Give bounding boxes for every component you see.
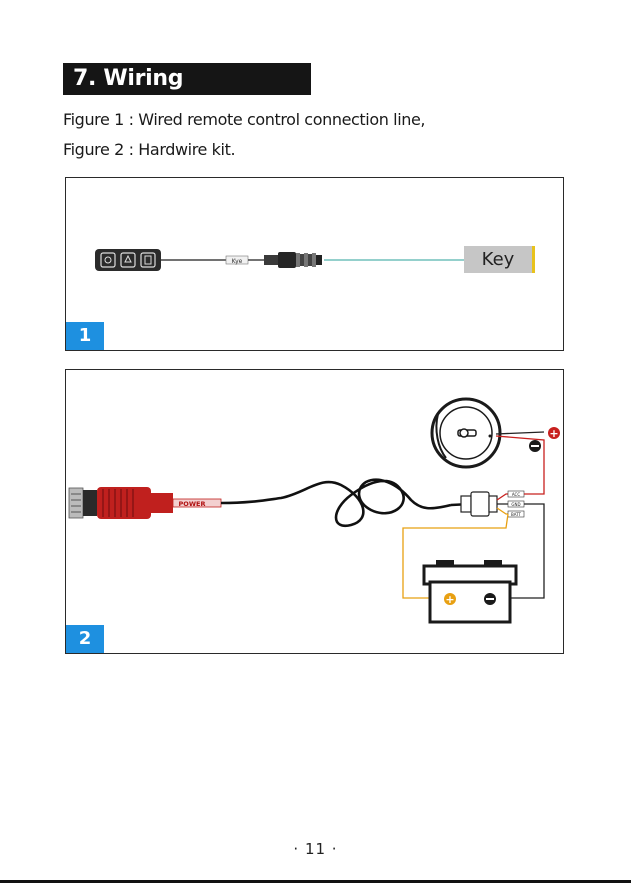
fuse-holder (471, 492, 489, 516)
figure-description-1: Figure 1 : Wired remote control connecti… (63, 110, 425, 129)
hardwire-kit-diagram: POWER ACC GND BATT + (66, 370, 563, 653)
wire-tag-acc-text: ACC (512, 492, 520, 497)
wire-tag-gnd-text: GND (511, 502, 520, 507)
figure-2-panel: POWER ACC GND BATT + (65, 369, 564, 654)
plug-collar (83, 490, 97, 516)
figure-1-panel: Kye Key 1 (65, 177, 564, 351)
connector-boot (264, 255, 278, 265)
fuse-holder-left (461, 496, 471, 512)
car-battery-icon (430, 582, 510, 622)
connector-body (278, 252, 296, 268)
key-label: Key (464, 246, 535, 273)
cable-tag-text: Kye (232, 258, 243, 265)
figure-description-2: Figure 2 : Hardwire kit. (63, 140, 235, 159)
plug-neck (151, 493, 173, 513)
wire-tag-batt-text: BATT (511, 512, 522, 517)
figure-2-badge: 2 (66, 625, 104, 653)
section-title: 7. Wiring instructions (63, 63, 311, 95)
power-tag-text: POWER (179, 500, 206, 508)
page-number: · 11 · (0, 840, 631, 858)
plug-tip (69, 488, 83, 518)
svg-text:+: + (445, 593, 454, 606)
power-cable (221, 480, 451, 526)
figure-1-badge: 1 (66, 322, 104, 350)
svg-text:+: + (549, 427, 558, 440)
plug-body (97, 487, 151, 519)
